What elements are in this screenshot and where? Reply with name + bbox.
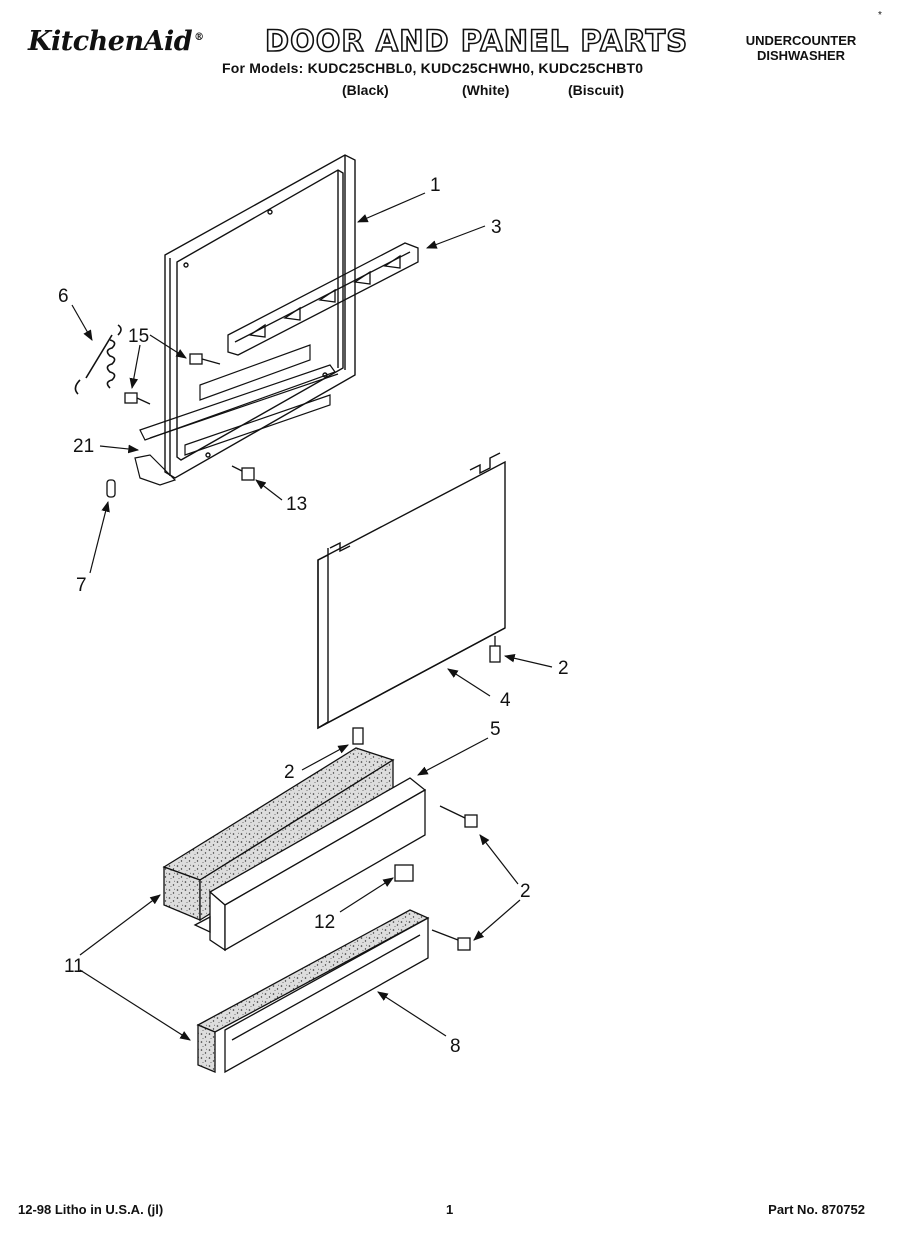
screw-13	[231, 465, 255, 481]
screw-2-panel-right	[489, 636, 501, 663]
variant-white: (White)	[462, 82, 510, 98]
callout-2-panel-bottom: 2	[284, 762, 295, 783]
brand-registered-mark: ®	[194, 32, 204, 43]
clip-7	[106, 479, 116, 498]
screw-2-access-lower	[431, 929, 471, 951]
models-line: For Models: KUDC25CHBL0, KUDC25CHWH0, KU…	[222, 60, 644, 76]
callout-2-panel-right: 2	[558, 658, 569, 679]
toe-kick-plate	[196, 909, 430, 1074]
door-frame	[164, 154, 356, 479]
print-info: 12-98 Litho in U.S.A. (jl)	[18, 1202, 164, 1217]
callout-7: 7	[76, 575, 87, 596]
callout-15: 15	[128, 326, 149, 347]
callout-3: 3	[491, 217, 502, 238]
variant-biscuit: (Biscuit)	[568, 82, 624, 98]
callout-4: 4	[500, 690, 511, 711]
callout-5: 5	[490, 719, 501, 740]
door-spring	[74, 324, 122, 395]
callout-12: 12	[314, 912, 335, 933]
callout-2-access: 2	[520, 881, 531, 902]
screw-2-access-upper	[439, 805, 478, 828]
product-type-line-2: DISHWASHER	[756, 48, 846, 63]
corner-mark: *	[878, 10, 882, 21]
clip-12	[394, 864, 414, 882]
callout-11: 11	[64, 956, 84, 977]
screw-15-lower	[124, 392, 151, 405]
screw-15-upper	[189, 353, 221, 365]
callout-21: 21	[73, 436, 94, 457]
page-number: 1	[446, 1202, 454, 1217]
callout-1: 1	[430, 175, 441, 196]
door-lower-rails	[134, 344, 339, 486]
product-type-line-1: UNDERCOUNTER	[745, 33, 857, 48]
product-type: UNDERCOUNTER DISHWASHER	[738, 33, 864, 63]
part-number: Part No. 870752	[768, 1202, 865, 1217]
callout-6: 6	[58, 286, 69, 307]
hinge-bracket	[227, 242, 419, 356]
page-title: DOOR AND PANEL PARTS	[264, 23, 689, 59]
callout-13: 13	[286, 494, 307, 515]
variant-black: (Black)	[342, 82, 389, 98]
brand-name: KitchenAid	[28, 26, 193, 57]
screw-2-panel-bottom	[352, 727, 364, 745]
callout-8: 8	[450, 1036, 461, 1057]
access-panel	[193, 777, 427, 952]
door-panel	[317, 452, 506, 730]
brand-logo: KitchenAid®	[28, 26, 204, 57]
leader-lines	[71, 192, 553, 1041]
